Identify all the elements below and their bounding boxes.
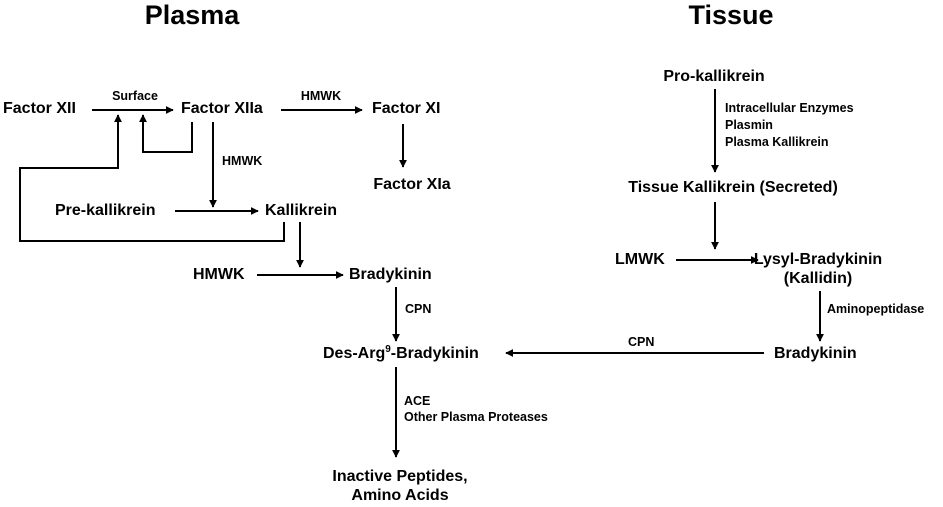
heading-tissue: Tissue bbox=[688, 0, 774, 30]
label-intracellular-enzymes: Intracellular Enzymes bbox=[725, 101, 854, 115]
label-hmwk-mid: HMWK bbox=[222, 154, 263, 168]
des-arg-superscript: 9 bbox=[385, 344, 391, 355]
node-inactive-peptides: Inactive Peptides, bbox=[332, 468, 468, 485]
node-factor-xii: Factor XII bbox=[3, 100, 76, 117]
label-plasmin: Plasmin bbox=[725, 118, 773, 132]
node-factor-xi: Factor XI bbox=[372, 100, 441, 117]
node-pro-kallikrein: Pro-kallikrein bbox=[663, 68, 765, 85]
node-des-arg9-bradykinin: Des-Arg9-Bradykinin bbox=[323, 344, 479, 362]
label-cpn-tissue: CPN bbox=[628, 335, 655, 349]
label-aminopeptidase: Aminopeptidase bbox=[827, 302, 925, 316]
label-plasma-kallikrein: Plasma Kallikrein bbox=[725, 135, 829, 149]
node-tissue-kallikrein: Tissue Kallikrein (Secreted) bbox=[628, 179, 838, 196]
node-bradykinin-tissue: Bradykinin bbox=[774, 345, 857, 362]
node-kallidin: (Kallidin) bbox=[783, 270, 853, 287]
label-ace: ACE bbox=[404, 394, 431, 408]
label-surface: Surface bbox=[112, 89, 158, 103]
heading-plasma: Plasma bbox=[144, 0, 240, 30]
node-amino-acids: Amino Acids bbox=[351, 487, 449, 504]
node-factor-xiia: Factor XIIa bbox=[181, 100, 263, 117]
node-bradykinin-plasma: Bradykinin bbox=[349, 266, 432, 283]
node-lysyl-bradykinin: Lysyl-Bradykinin bbox=[753, 251, 883, 268]
node-hmwk: HMWK bbox=[193, 266, 245, 283]
label-hmwk-top: HMWK bbox=[300, 89, 342, 103]
label-other-plasma-proteases: Other Plasma Proteases bbox=[404, 410, 548, 424]
node-factor-xia: Factor XIa bbox=[373, 176, 451, 193]
node-pre-kallikrein: Pre-kallikrein bbox=[55, 202, 156, 219]
label-cpn-plasma: CPN bbox=[405, 302, 432, 316]
loop-factor-xiia-feedback bbox=[139, 114, 193, 153]
des-arg-suffix: -Bradykinin bbox=[390, 345, 479, 362]
node-lmwk: LMWK bbox=[615, 251, 665, 268]
loop-kallikrein-feedback bbox=[19, 114, 285, 242]
node-kallikrein: Kallikrein bbox=[265, 202, 338, 219]
des-arg-prefix: Des-Arg bbox=[323, 345, 386, 362]
